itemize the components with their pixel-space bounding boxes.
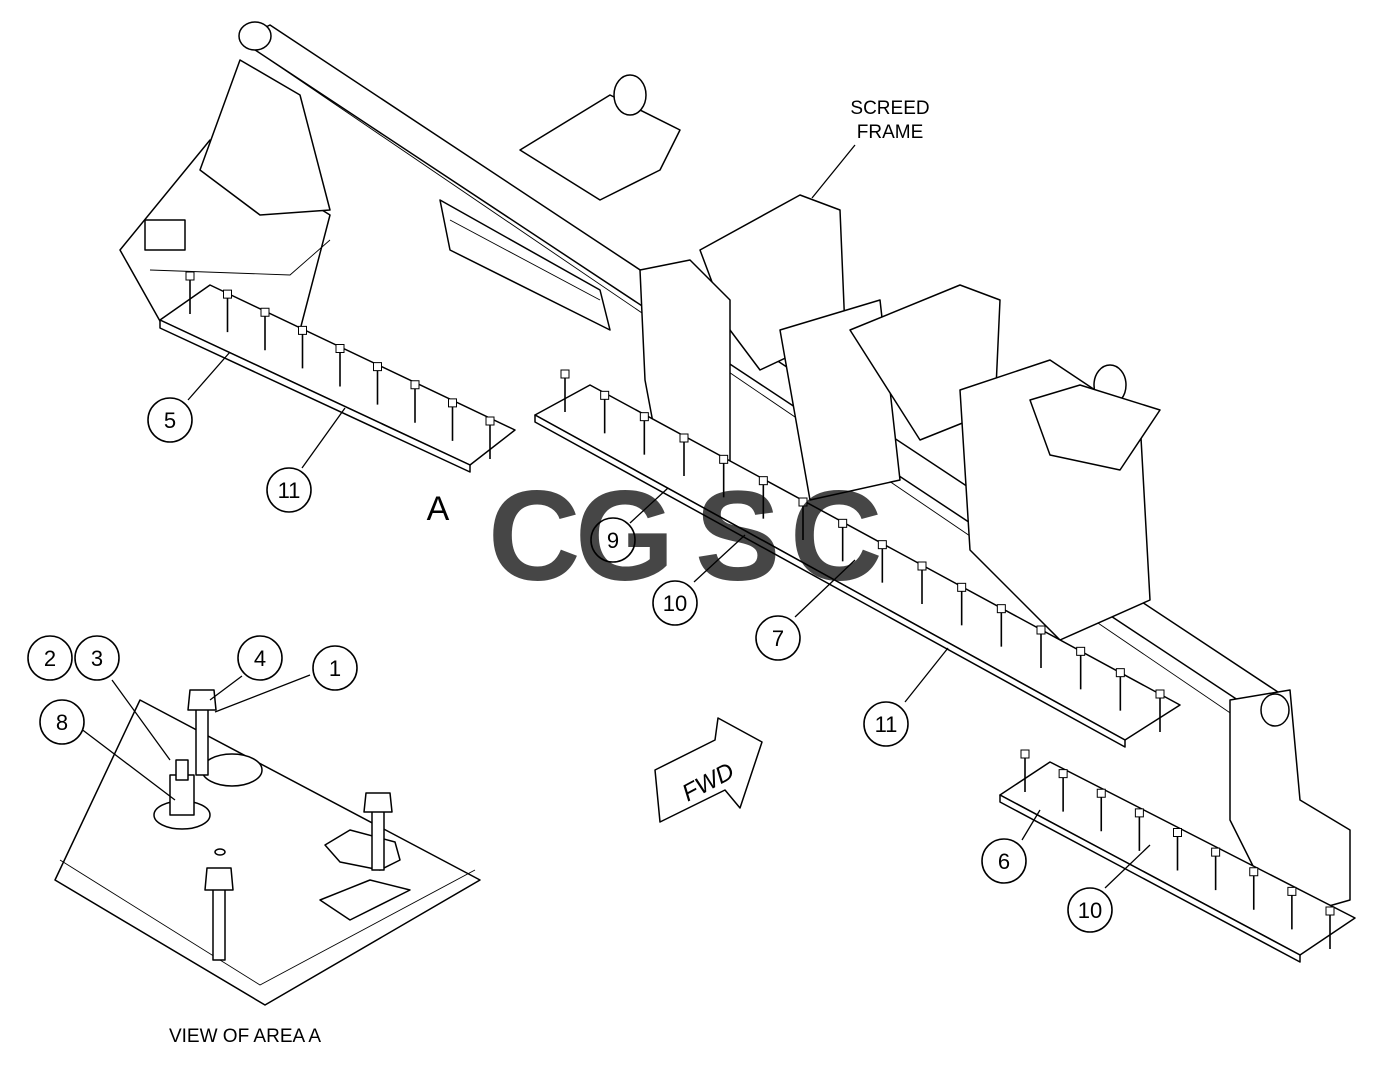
bolt <box>679 433 689 476</box>
callout-7: 7 <box>755 615 801 661</box>
svg-text:10: 10 <box>663 591 687 616</box>
view-caption: VIEW OF AREA A <box>169 1026 321 1047</box>
callout-8: 8 <box>39 699 85 745</box>
bolt <box>485 416 495 459</box>
bolt <box>1134 808 1144 851</box>
bolt <box>1325 906 1335 949</box>
center-lift-bracket <box>519 94 681 201</box>
bolt <box>1096 788 1106 832</box>
watermark-letter-c1: C <box>488 465 580 608</box>
screed-frame-label-line2: FRAME <box>857 122 924 143</box>
strike-off-plate-left <box>159 284 516 473</box>
watermark-letter-c2: C <box>790 465 882 608</box>
bolt <box>798 497 808 540</box>
bolt <box>1115 668 1125 711</box>
bolt <box>758 476 768 519</box>
svg-text:9: 9 <box>607 528 619 553</box>
bolt-row <box>185 271 1335 949</box>
bolt <box>1287 886 1297 930</box>
bolt <box>957 582 967 626</box>
svg-text:3: 3 <box>91 646 103 671</box>
callout-9: 9 <box>590 517 636 563</box>
strike-off-plate-center <box>534 384 1181 748</box>
bolt <box>917 561 927 604</box>
callout-1: 1 <box>312 645 358 691</box>
callout-5: 5 <box>147 397 193 443</box>
detail-stud-1 <box>195 704 209 776</box>
bolt <box>1249 867 1259 910</box>
bolt <box>448 398 457 441</box>
bolt <box>185 271 195 314</box>
callout-4: 4 <box>237 635 283 681</box>
bolt <box>639 412 649 455</box>
callout-11-center: 11 <box>863 701 909 747</box>
bolt <box>1076 646 1086 690</box>
bolt <box>260 307 270 351</box>
svg-text:2: 2 <box>44 646 56 671</box>
bolt <box>410 380 420 423</box>
screed-frame-drawing <box>119 21 1351 921</box>
right-end-plate <box>1229 689 1351 921</box>
callout-2: 2 <box>27 635 73 681</box>
bolt <box>335 344 345 387</box>
bolt <box>298 325 307 369</box>
callout-leaders <box>79 351 1151 889</box>
svg-text:11: 11 <box>875 712 898 737</box>
callout-10-center: 10 <box>652 580 698 626</box>
callout-6: 6 <box>981 838 1027 884</box>
fwd-arrow: FWD <box>654 717 763 823</box>
bolt <box>600 390 610 434</box>
bolt <box>1155 689 1165 732</box>
bolt <box>1211 847 1221 891</box>
bolt <box>223 289 232 333</box>
bolt <box>838 518 848 562</box>
bolt <box>877 540 887 583</box>
screed-frame-leader <box>811 144 856 199</box>
callout-11-left: 11 <box>266 467 312 513</box>
svg-text:11: 11 <box>278 478 301 503</box>
main-tube <box>239 24 1291 717</box>
watermark-letter-s: S <box>695 465 780 608</box>
bolt <box>1173 828 1182 871</box>
svg-text:4: 4 <box>254 646 266 671</box>
svg-text:7: 7 <box>772 626 784 651</box>
svg-text:5: 5 <box>164 408 176 433</box>
detail-view-area-a <box>54 689 481 1006</box>
svg-text:6: 6 <box>998 849 1010 874</box>
bolt <box>1020 749 1030 792</box>
bolt <box>1036 625 1046 668</box>
callout-10-right: 10 <box>1067 887 1113 933</box>
bolt <box>1058 769 1068 812</box>
bolt <box>560 369 570 412</box>
screed-frame-label-line1: SCREED <box>850 98 929 119</box>
area-a-marker: A <box>427 490 450 528</box>
svg-text:8: 8 <box>56 710 68 735</box>
svg-text:1: 1 <box>329 656 341 681</box>
callout-3: 3 <box>74 635 120 681</box>
bolt <box>996 604 1006 647</box>
bolt <box>719 454 729 498</box>
svg-text:10: 10 <box>1078 898 1102 923</box>
detail-stud-3 <box>212 879 226 961</box>
bolt <box>373 362 382 405</box>
